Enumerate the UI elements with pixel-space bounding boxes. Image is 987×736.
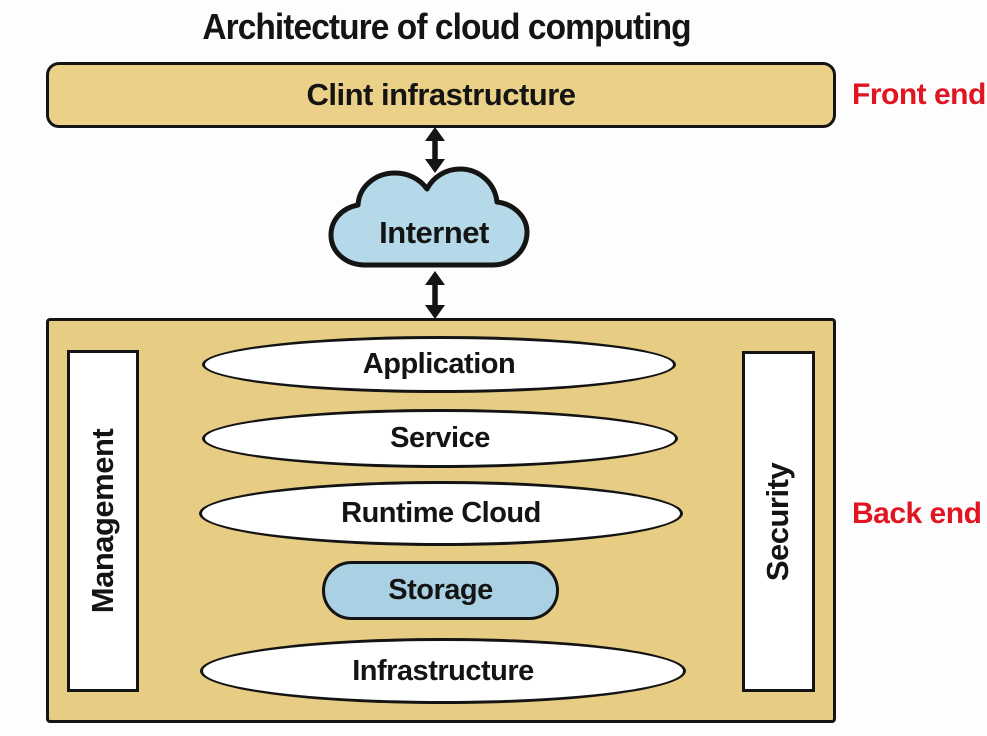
internet-label: Internet — [379, 215, 489, 250]
layer-storage: Storage — [322, 561, 559, 620]
back-end-label: Back end — [852, 497, 982, 530]
layer-application: Application — [202, 336, 676, 393]
cloud-icon — [328, 166, 530, 268]
client-infrastructure-label: Clint infrastructure — [306, 77, 576, 112]
front-end-label: Front end — [852, 78, 986, 111]
security-label: Security — [760, 462, 796, 581]
diagram-title-text: Architecture of cloud computing — [202, 6, 692, 47]
double-arrow-icon — [425, 271, 445, 319]
management-label: Management — [85, 428, 121, 614]
layer-service: Service — [202, 409, 678, 468]
layer-runtime-cloud: Runtime Cloud — [199, 481, 683, 546]
layer-infrastructure: Infrastructure — [200, 638, 686, 704]
back-end-box: Management Security Application Service … — [46, 318, 836, 723]
internet-cloud: Internet — [318, 166, 550, 274]
management-pillar: Management — [67, 350, 139, 692]
client-infrastructure-box: Clint infrastructure — [46, 62, 836, 128]
double-arrow-icon — [425, 127, 445, 173]
security-pillar: Security — [742, 351, 815, 692]
diagram-title: Architecture of cloud computing — [0, 6, 894, 48]
